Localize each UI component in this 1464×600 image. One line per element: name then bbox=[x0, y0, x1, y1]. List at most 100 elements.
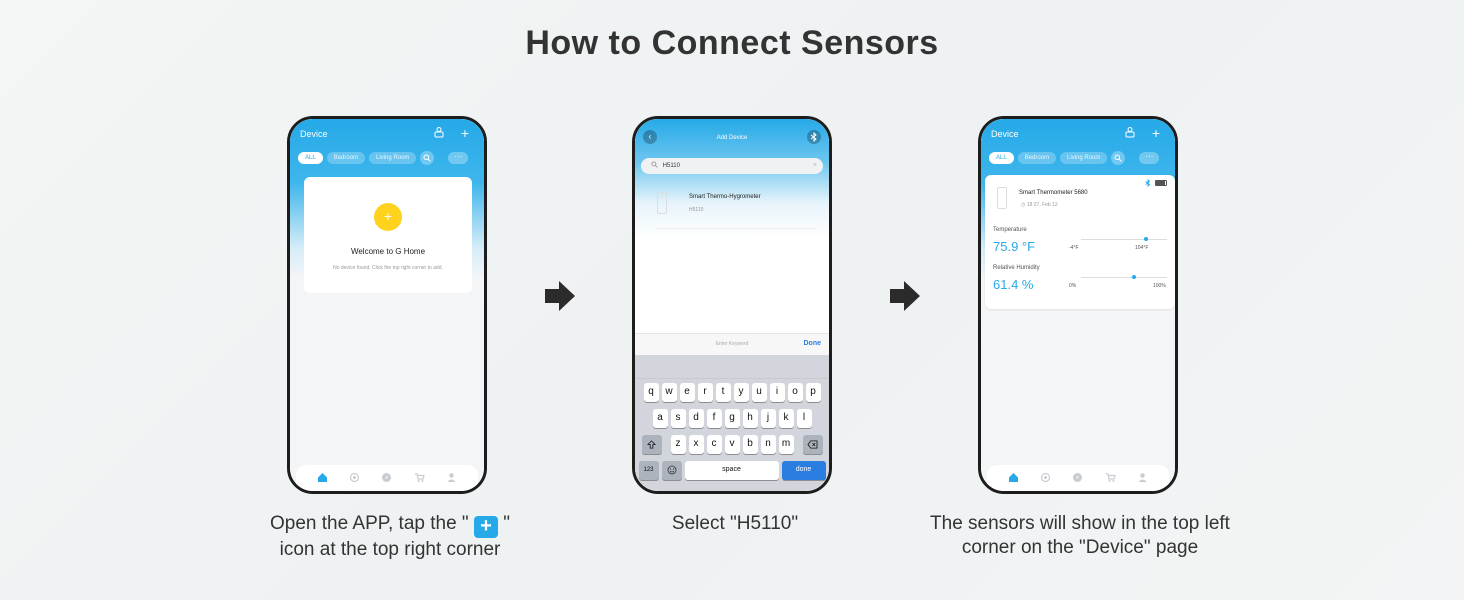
home-icon[interactable] bbox=[316, 472, 328, 484]
sensor-card[interactable]: Smart Thermometer 5680 ◷ 18:27, Feb 12 T… bbox=[985, 175, 1175, 309]
key-h[interactable]: h bbox=[742, 409, 758, 428]
key-d[interactable]: d bbox=[688, 409, 704, 428]
keyword-placeholder: Enter Keyword bbox=[715, 341, 749, 347]
keyboard-suggestions bbox=[635, 355, 829, 379]
step-3-caption-line1: The sensors will show in the top left bbox=[930, 513, 1230, 534]
welcome-title: Welcome to G Home bbox=[350, 247, 426, 256]
more-icon[interactable]: ··· bbox=[448, 152, 469, 164]
add-device-screen: ‹ Add Device H5110 × Smart Thermo-Hygrom… bbox=[635, 119, 829, 491]
tab-living-room[interactable]: Living Room bbox=[369, 152, 417, 164]
shop-icon[interactable] bbox=[413, 472, 425, 484]
key-s[interactable]: s bbox=[670, 409, 686, 428]
key-i[interactable]: i bbox=[769, 383, 785, 402]
key-r[interactable]: r bbox=[697, 383, 713, 402]
keyboard-row-4: 123 space done bbox=[635, 461, 829, 480]
emoji-key[interactable] bbox=[661, 461, 682, 480]
sensor-time: ◷ 18:27, Feb 12 bbox=[1021, 202, 1058, 208]
key-z[interactable]: z bbox=[670, 435, 686, 454]
device-thumbnail bbox=[997, 187, 1007, 209]
back-icon[interactable]: ‹ bbox=[643, 130, 657, 144]
phone-step-2: ‹ Add Device H5110 × Smart Thermo-Hygrom… bbox=[632, 116, 832, 494]
tab-bedroom[interactable]: Bedroom bbox=[1017, 152, 1057, 164]
device-header-title: Device bbox=[991, 129, 1019, 139]
home-icon[interactable] bbox=[1007, 472, 1019, 484]
temperature-value: 75.9 °F bbox=[993, 239, 1036, 254]
humidity-max: 100% bbox=[1153, 283, 1166, 289]
key-m[interactable]: m bbox=[778, 435, 794, 454]
scene-icon[interactable] bbox=[349, 472, 361, 484]
temperature-marker bbox=[1143, 237, 1148, 241]
keyboard-done-key[interactable]: done bbox=[781, 461, 826, 480]
bluetooth-icon[interactable] bbox=[807, 130, 821, 144]
plus-badge-icon: + bbox=[473, 516, 498, 538]
search-value: H5110 bbox=[662, 163, 680, 169]
key-k[interactable]: k bbox=[778, 409, 794, 428]
search-icon[interactable] bbox=[1111, 151, 1126, 165]
tab-living-room[interactable]: Living Room bbox=[1060, 152, 1108, 164]
backspace-key[interactable] bbox=[802, 435, 823, 454]
search-input[interactable]: H5110 × bbox=[641, 158, 823, 174]
temperature-range-track bbox=[1081, 237, 1167, 241]
key-y[interactable]: y bbox=[733, 383, 749, 402]
numbers-key[interactable]: 123 bbox=[638, 461, 659, 480]
humidity-range-track bbox=[1081, 275, 1167, 279]
clear-icon[interactable]: × bbox=[812, 162, 817, 169]
share-device-icon[interactable] bbox=[1123, 126, 1137, 140]
discover-icon[interactable] bbox=[1072, 472, 1084, 484]
space-key[interactable]: space bbox=[684, 461, 779, 480]
key-x[interactable]: x bbox=[688, 435, 704, 454]
welcome-subtitle: No device found. Click the top right cor… bbox=[333, 265, 443, 271]
key-n[interactable]: n bbox=[760, 435, 776, 454]
result-model: H5110 bbox=[689, 207, 704, 213]
device-screen: Device + ALL Bedroom Living Room ··· Sma… bbox=[981, 119, 1175, 491]
step-3-caption: The sensors will show in the top left co… bbox=[900, 512, 1260, 560]
result-name: Smart Thermo-Hygrometer bbox=[689, 194, 761, 200]
key-v[interactable]: v bbox=[724, 435, 740, 454]
shop-icon[interactable] bbox=[1104, 472, 1116, 484]
sensor-time-text: 18:27, Feb 12 bbox=[1026, 202, 1058, 208]
share-device-icon[interactable] bbox=[432, 126, 446, 140]
key-l[interactable]: l bbox=[796, 409, 812, 428]
discover-icon[interactable] bbox=[381, 472, 393, 484]
search-icon[interactable] bbox=[420, 151, 435, 165]
key-o[interactable]: o bbox=[787, 383, 803, 402]
profile-icon[interactable] bbox=[446, 472, 458, 484]
key-f[interactable]: f bbox=[706, 409, 722, 428]
key-g[interactable]: g bbox=[724, 409, 740, 428]
shift-key[interactable] bbox=[641, 435, 662, 454]
key-j[interactable]: j bbox=[760, 409, 776, 428]
scene-icon[interactable] bbox=[1040, 472, 1052, 484]
key-e[interactable]: e bbox=[679, 383, 695, 402]
welcome-card: + Welcome to G Home No device found. Cli… bbox=[304, 177, 472, 293]
add-device-icon[interactable]: + bbox=[460, 125, 470, 141]
sensor-name: Smart Thermometer 5680 bbox=[1019, 190, 1088, 196]
list-item[interactable]: Smart Thermo-Hygrometer H5110 bbox=[657, 189, 815, 229]
key-q[interactable]: q bbox=[643, 383, 659, 402]
tab-all[interactable]: ALL bbox=[298, 152, 323, 164]
key-w[interactable]: w bbox=[661, 383, 677, 402]
key-a[interactable]: a bbox=[652, 409, 668, 428]
key-t[interactable]: t bbox=[715, 383, 731, 402]
key-b[interactable]: b bbox=[742, 435, 758, 454]
profile-icon[interactable] bbox=[1137, 472, 1149, 484]
tab-bedroom[interactable]: Bedroom bbox=[326, 152, 366, 164]
arrow-right-icon bbox=[545, 281, 575, 311]
add-circle-button[interactable]: + bbox=[374, 203, 402, 231]
more-icon[interactable]: ··· bbox=[1139, 152, 1160, 164]
tab-all[interactable]: ALL bbox=[989, 152, 1014, 164]
temperature-min: -4°F bbox=[1069, 245, 1079, 251]
done-button[interactable]: Done bbox=[803, 340, 822, 347]
battery-icon bbox=[1155, 180, 1167, 186]
key-c[interactable]: c bbox=[706, 435, 722, 454]
step-1-caption-line2: icon at the top right corner bbox=[279, 539, 501, 560]
room-tabs: ALL Bedroom Living Room ··· bbox=[298, 151, 469, 165]
add-device-icon[interactable]: + bbox=[1151, 125, 1161, 141]
key-p[interactable]: p bbox=[805, 383, 821, 402]
add-device-header bbox=[635, 119, 829, 239]
key-u[interactable]: u bbox=[751, 383, 767, 402]
humidity-marker bbox=[1131, 275, 1136, 279]
phone-step-1: Device + ALL Bedroom Living Room ··· + W… bbox=[287, 116, 487, 494]
temperature-label: Temperature bbox=[993, 227, 1027, 233]
device-header-title: Device bbox=[300, 129, 328, 139]
